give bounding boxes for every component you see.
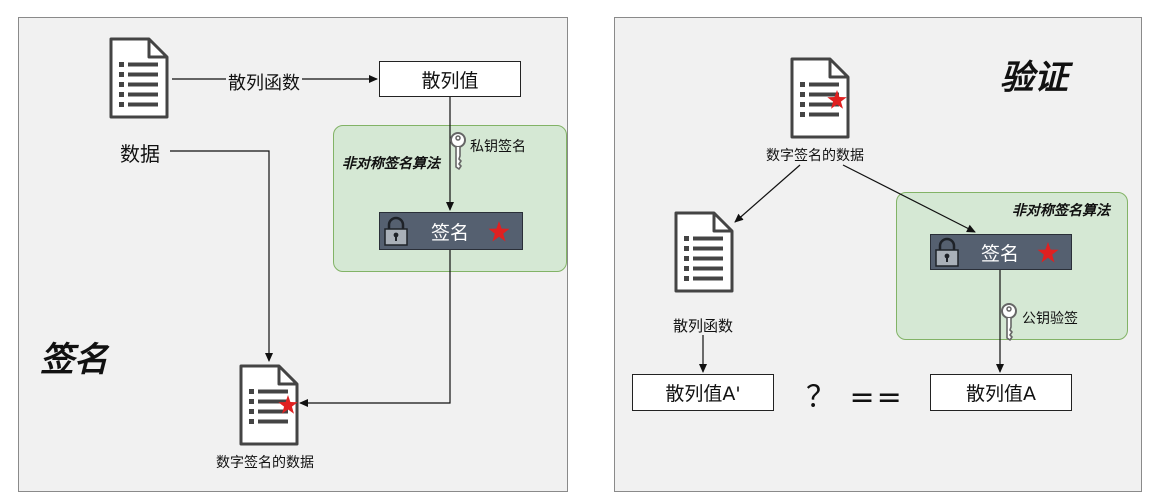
- signature-text: 签名: [980, 242, 1019, 265]
- star-icon: [1037, 242, 1059, 263]
- document-icon: [109, 37, 169, 119]
- verify-signature-box: 签名: [930, 234, 1072, 270]
- private-key-sign-label: 私钥签名: [470, 139, 526, 155]
- hash-function-label: 散列函数: [226, 69, 302, 95]
- lock-icon: [935, 237, 959, 267]
- compare-operator: ？ ==: [806, 380, 904, 415]
- signed-data-label: 数字签名的数据: [216, 455, 314, 471]
- data-label: 数据: [120, 142, 160, 166]
- sign-signature-box: 签名: [379, 212, 523, 250]
- verify-title: 验证: [1000, 58, 1068, 98]
- public-key-verify-label: 公钥验签: [1022, 311, 1078, 327]
- signature-text: 签名: [430, 221, 469, 244]
- sign-algo-label: 非对称签名算法: [342, 156, 440, 172]
- arrow-signature-to-signed: [299, 249, 451, 407]
- verify-signed-data-label: 数字签名的数据: [766, 148, 864, 164]
- key-icon: [1001, 303, 1017, 341]
- hash-a-prime-box: 散列值A': [632, 374, 774, 411]
- arrow-signed-to-signature: [842, 164, 976, 233]
- hash-a-box: 散列值A: [930, 374, 1072, 411]
- signed-document-icon: [239, 364, 299, 446]
- sign-title: 签名: [40, 340, 108, 380]
- key-icon: [450, 132, 466, 170]
- arrow-signed-to-doc: [734, 164, 801, 223]
- verify-hash-function-label: 散列函数: [673, 317, 734, 335]
- arrow-data-to-signed: [170, 150, 273, 362]
- document-icon: [674, 211, 734, 293]
- hash-value-box: 散列值: [379, 61, 521, 97]
- signed-document-icon: [790, 57, 850, 139]
- lock-icon: [384, 216, 408, 246]
- verify-algo-label: 非对称签名算法: [1012, 203, 1110, 219]
- star-icon: [488, 221, 510, 242]
